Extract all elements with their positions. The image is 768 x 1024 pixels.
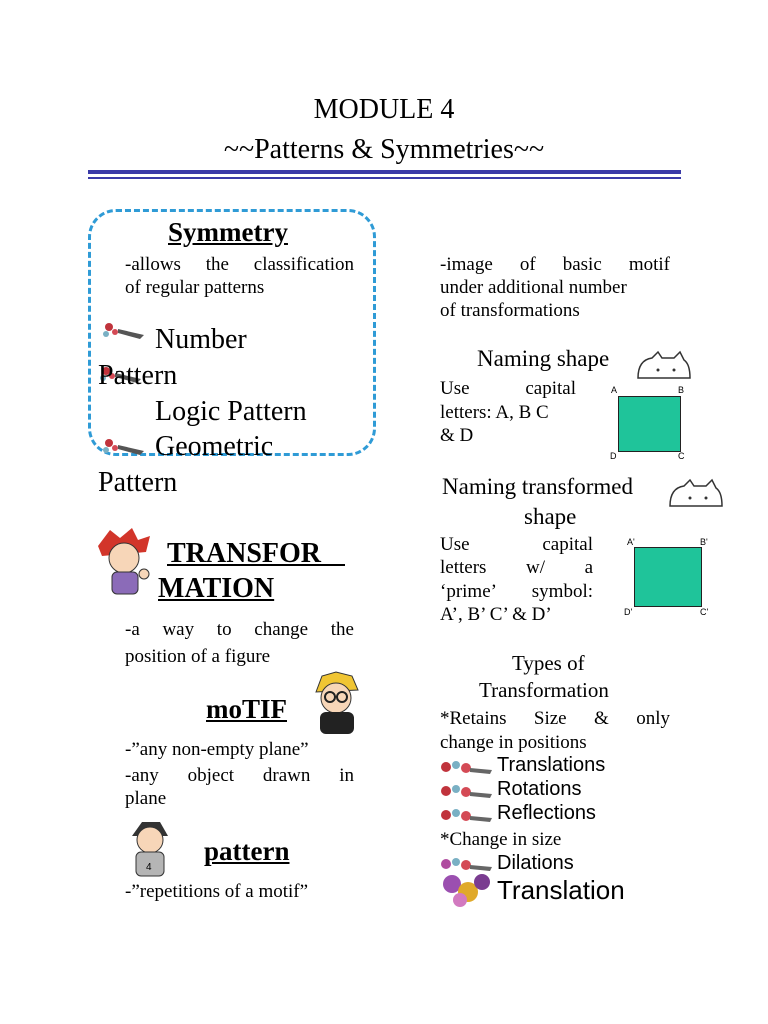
image-def-line-2: under additional number bbox=[440, 277, 627, 298]
image-def-line-3: of transformations bbox=[440, 300, 580, 321]
symmetry-heading: Symmetry bbox=[168, 217, 288, 247]
transformation-line-1: -a way to change the bbox=[125, 619, 354, 640]
transformation-heading-2: MATION bbox=[158, 573, 275, 604]
symmetry-line-1: -allows the classification bbox=[125, 254, 354, 275]
naming-shape-heading: Naming shape bbox=[477, 346, 610, 371]
square-shape-transformed bbox=[634, 547, 702, 607]
vertex-label-c-prime: C' bbox=[700, 607, 709, 617]
transformation-line-2: position of a figure bbox=[125, 646, 271, 667]
types-heading-2: Transformation bbox=[479, 678, 609, 702]
types-heading-1: Types of bbox=[512, 651, 585, 675]
cartoon-character-icon: 4 bbox=[132, 822, 168, 877]
title-rule-thick bbox=[88, 170, 681, 174]
type-dilations: Dilations bbox=[497, 852, 574, 874]
vertex-label-b-prime: B' bbox=[700, 537, 708, 547]
naming-transformed-heading-2: shape bbox=[524, 504, 577, 529]
motif-line-3: plane bbox=[125, 788, 167, 809]
flower-bullet-icon bbox=[103, 323, 144, 339]
pattern-heading: pattern bbox=[204, 836, 290, 866]
module-subtitle: ~~Patterns & Symmetries~~ bbox=[223, 134, 545, 165]
vertex-label-a-prime: A' bbox=[627, 537, 635, 547]
vertex-label-b: B bbox=[678, 385, 685, 395]
transformation-underline-1 bbox=[167, 564, 345, 566]
title-rule-thin bbox=[88, 177, 681, 179]
naming-transformed-heading-1: Naming transformed bbox=[442, 474, 633, 499]
flower-bullet-icon bbox=[441, 761, 492, 774]
transformation-heading-1: TRANSFOR bbox=[167, 538, 322, 569]
image-def-line-1: -image of basic motif bbox=[440, 254, 670, 275]
type-translations: Translations bbox=[497, 754, 606, 776]
flower-bullet-icon bbox=[103, 439, 144, 455]
svg-text:4: 4 bbox=[146, 862, 152, 873]
symmetry-dashed-box bbox=[88, 209, 376, 456]
type-rotations: Rotations bbox=[497, 778, 582, 800]
bullet-item-logic: Logic Pattern bbox=[155, 396, 307, 427]
naming-transformed-line-1: Use capital bbox=[440, 534, 593, 555]
types-change-line: *Change in size bbox=[440, 829, 562, 850]
bullet-item-geometric: Geometric bbox=[155, 431, 274, 462]
flower-bullet-icon bbox=[441, 785, 492, 798]
naming-transformed-line-4: A’, B’ C’ & D’ bbox=[440, 604, 552, 625]
bullet-item-number-cont: Pattern bbox=[98, 360, 178, 391]
type-reflections: Reflections bbox=[497, 802, 596, 824]
flower-bullet-icon bbox=[100, 367, 141, 383]
naming-shape-line-2: letters: A, B C bbox=[440, 402, 549, 423]
bullet-item-number: Number bbox=[155, 324, 247, 355]
naming-shape-line-3: & D bbox=[440, 425, 474, 446]
cat-icon bbox=[669, 478, 723, 507]
type-translation-large: Translation bbox=[497, 875, 625, 905]
types-retains-line-2: change in positions bbox=[440, 732, 587, 753]
vertex-label-a: A bbox=[611, 385, 618, 395]
module-title: MODULE 4 bbox=[313, 94, 455, 125]
types-retains-line-1: *Retains Size & only bbox=[440, 708, 670, 729]
flower-bullet-icon bbox=[441, 809, 492, 822]
cartoon-character-icon bbox=[98, 528, 150, 595]
cartoon-character-icon bbox=[315, 671, 359, 734]
vertex-label-d: D bbox=[610, 451, 617, 461]
symmetry-line-2: of regular patterns bbox=[125, 277, 265, 298]
vertex-label-c: C bbox=[678, 451, 685, 461]
vertex-label-d-prime: D' bbox=[624, 607, 633, 617]
naming-transformed-line-3: ‘prime’ symbol: bbox=[440, 581, 593, 602]
cat-icon bbox=[637, 350, 691, 379]
flower-bullet-icon bbox=[441, 858, 492, 871]
pattern-line-1: -”repetitions of a motif” bbox=[125, 881, 309, 902]
motif-line-2: -any object drawn in bbox=[125, 765, 354, 786]
naming-transformed-line-2: letters w/ a bbox=[440, 557, 593, 578]
bullet-item-geometric-cont: Pattern bbox=[98, 467, 178, 498]
square-shape bbox=[618, 396, 681, 452]
motif-heading: moTIF bbox=[206, 694, 287, 724]
naming-shape-line-1: Use capital bbox=[440, 378, 576, 399]
flower-cluster-icon bbox=[443, 874, 490, 907]
motif-line-1: -”any non-empty plane” bbox=[125, 739, 309, 760]
